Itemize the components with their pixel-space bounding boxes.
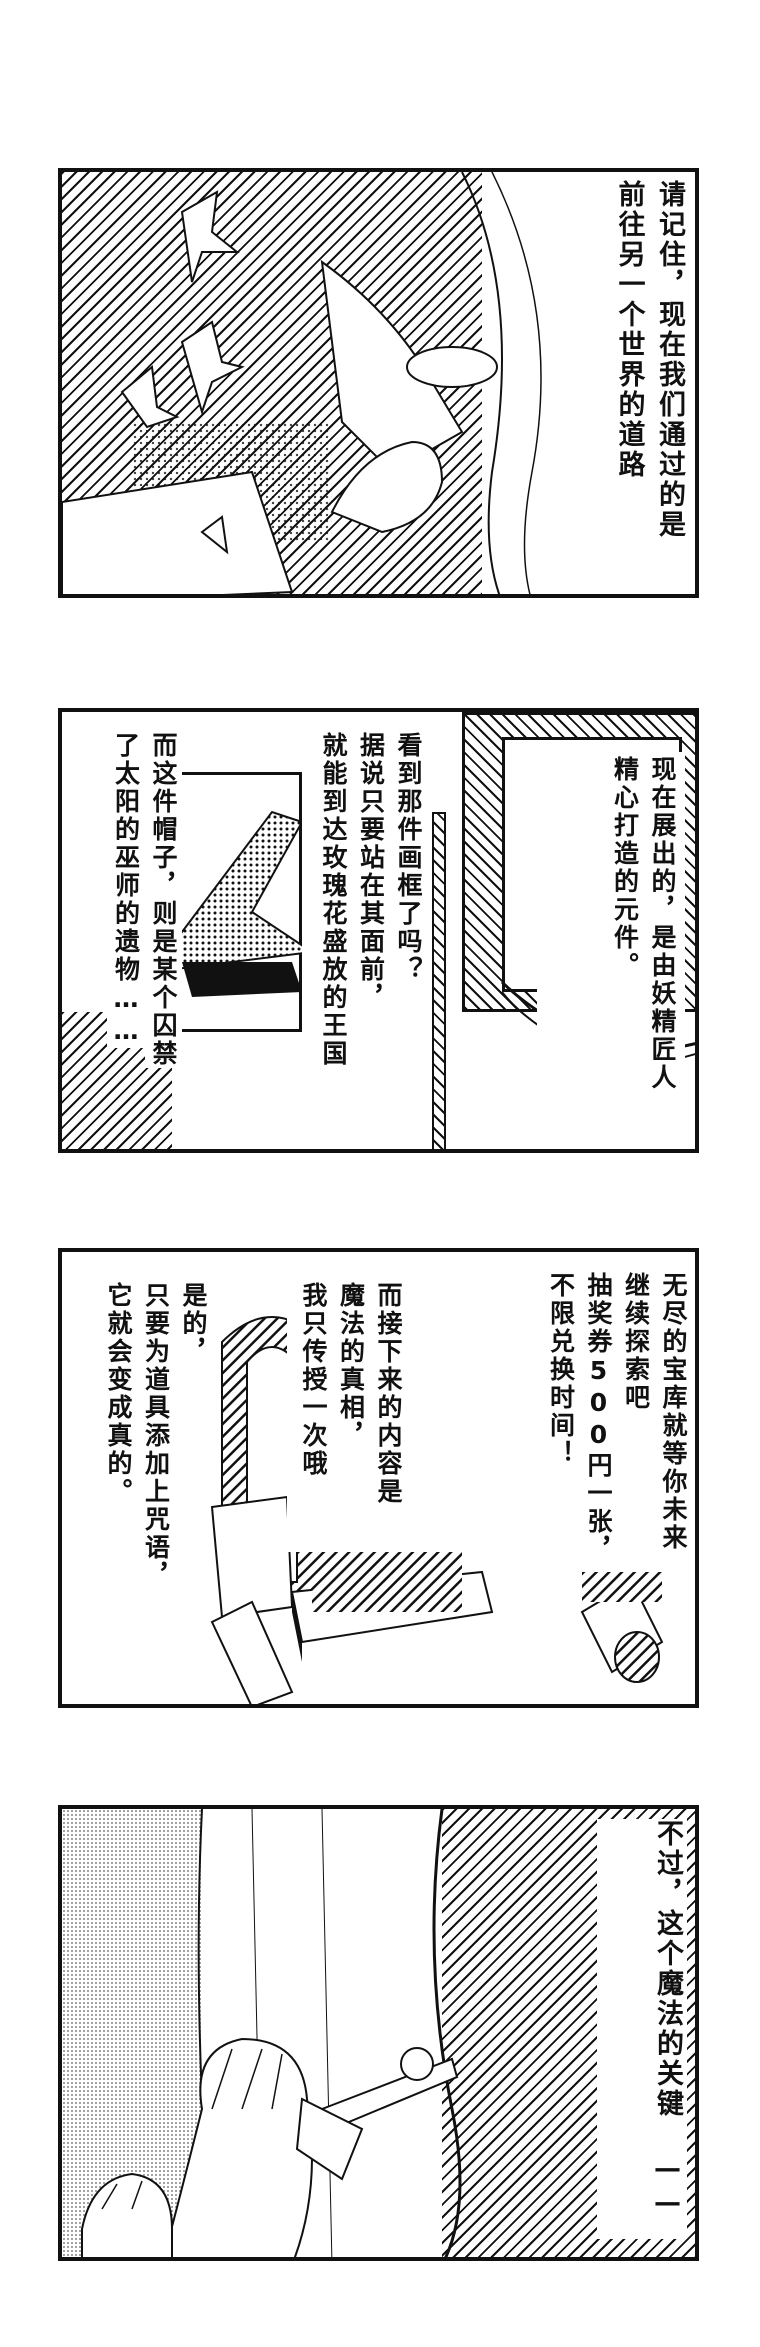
narration-text: 请记住，现在我们通过的是 前往另一个世界的道路 [614,180,689,590]
text-column: 请记住，现在我们通过的是 [654,180,685,540]
magic-key-text: 不过，这个魔法的关键 —— [597,1819,687,2239]
text-column: 不限兑换时间！ [546,1272,576,1468]
hand-holding-cloth-illustration [62,172,542,594]
text-column: 魔法的真相， [336,1282,366,1450]
hat-speech-text: 而这件帽子，则是某个囚禁 了太阳的巫师的遗物…… [102,732,182,1137]
text-column: 继续探索吧 [621,1272,651,1412]
text-column: —— [652,2153,683,2221]
text-column: 了太阳的巫师的遗物…… [107,732,145,1048]
text-column: 而这件帽子，则是某个囚禁 [144,732,182,1068]
spell-speech-text: 是的， 只要为道具添加上咒语， 它就会变成真的。 [92,1282,212,1672]
panel-1: 请记住，现在我们通过的是 前往另一个世界的道路 [58,168,699,598]
panel-4: 不过，这个魔法的关键 —— [58,1805,699,2261]
text-column: 它就会变成真的。 [99,1282,137,1506]
text-column: 就能到达玫瑰花盛放的王国 [319,732,348,1068]
lottery-speech-text: 无尽的宝库就等你未来 继续探索吧 抽奖券500円一张， 不限兑换时间！ [492,1272,692,1572]
rope-post [432,812,446,1149]
exhibition-caption: 现在展出的，是由妖精匠人 精心打造的元件。 [537,752,685,1100]
text-column: 现在展出的，是由妖精匠人 [648,756,677,1092]
text-column: 不过，这个魔法的关键 [652,1819,683,2119]
text-column: 无尽的宝库就等你未来 [659,1272,688,1552]
text-column: 看到那件画框了吗？ [394,732,423,984]
text-column: 而接下来的内容是 [374,1282,403,1506]
girl-opening-curtain-illustration [81,1809,462,2257]
frame-speech-text: 看到那件画框了吗？ 据说只要站在其面前， 就能到达玫瑰花盛放的王国 [302,732,427,1137]
text-column: 据说只要站在其面前， [356,732,386,1012]
text-column: 前往另一个世界的道路 [613,180,645,480]
magic-truth-speech-text: 而接下来的内容是 魔法的真相， 我只传授一次哦 [287,1282,407,1552]
text-column: 只要为道具添加上咒语， [137,1282,175,1590]
panel-3: 无尽的宝库就等你未来 继续探索吧 抽奖券500円一张， 不限兑换时间！ 而接下来… [58,1248,699,1708]
text-column: 我只传授一次哦 [299,1282,328,1478]
panel-2: 现在展出的，是由妖精匠人 精心打造的元件。 看到那件画框了吗？ 据说只要站在其面… [58,708,699,1153]
text-column: 抽奖券500円一张， [584,1272,613,1564]
text-column: 精心打造的元件。 [610,756,640,980]
text-column: 是的， [174,1282,212,1366]
